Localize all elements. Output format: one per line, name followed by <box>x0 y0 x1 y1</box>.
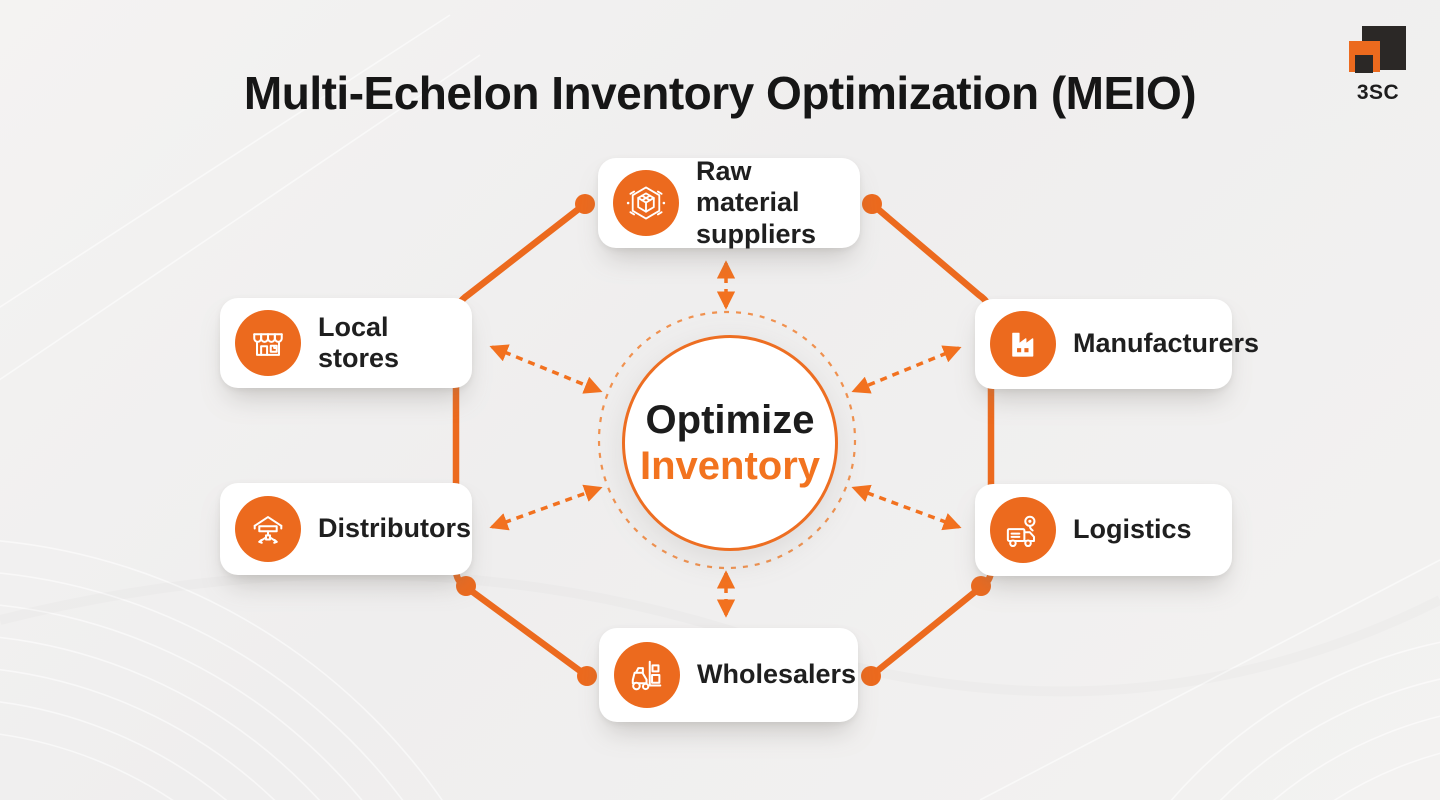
forklift-icon <box>614 642 680 708</box>
node-label: Distributors <box>318 513 472 544</box>
center-text-line1: Optimize <box>645 398 815 442</box>
logo-text: 3SC <box>1356 81 1400 104</box>
package-cube-icon <box>613 170 679 236</box>
logo-squares-icon <box>1349 26 1407 75</box>
node-manufacturers: Manufacturers <box>975 299 1259 389</box>
page-title: Multi-Echelon Inventory Optimization (ME… <box>243 67 1197 119</box>
node-label: Local stores <box>318 311 400 373</box>
storefront-icon <box>235 310 301 376</box>
truck-location-icon <box>990 497 1056 563</box>
node-label: Wholesalers <box>697 659 857 690</box>
node-distributors: Distributors <box>220 483 472 575</box>
warehouse-distribution-icon <box>235 496 301 562</box>
node-label: Raw material suppliers <box>696 156 817 249</box>
center-text-line2: Inventory <box>639 444 821 488</box>
node-local-stores: Local stores <box>220 298 472 388</box>
node-logistics: Logistics <box>975 484 1232 576</box>
node-wholesalers: Wholesalers <box>599 628 858 722</box>
node-raw-material-suppliers: Raw material suppliers <box>598 156 860 249</box>
center-optimize-inventory: Optimize Inventory <box>622 335 838 551</box>
company-logo: 3SC <box>1346 26 1410 105</box>
node-label: Logistics <box>1073 514 1192 545</box>
factory-icon <box>990 311 1056 377</box>
node-label: Manufacturers <box>1073 328 1260 359</box>
